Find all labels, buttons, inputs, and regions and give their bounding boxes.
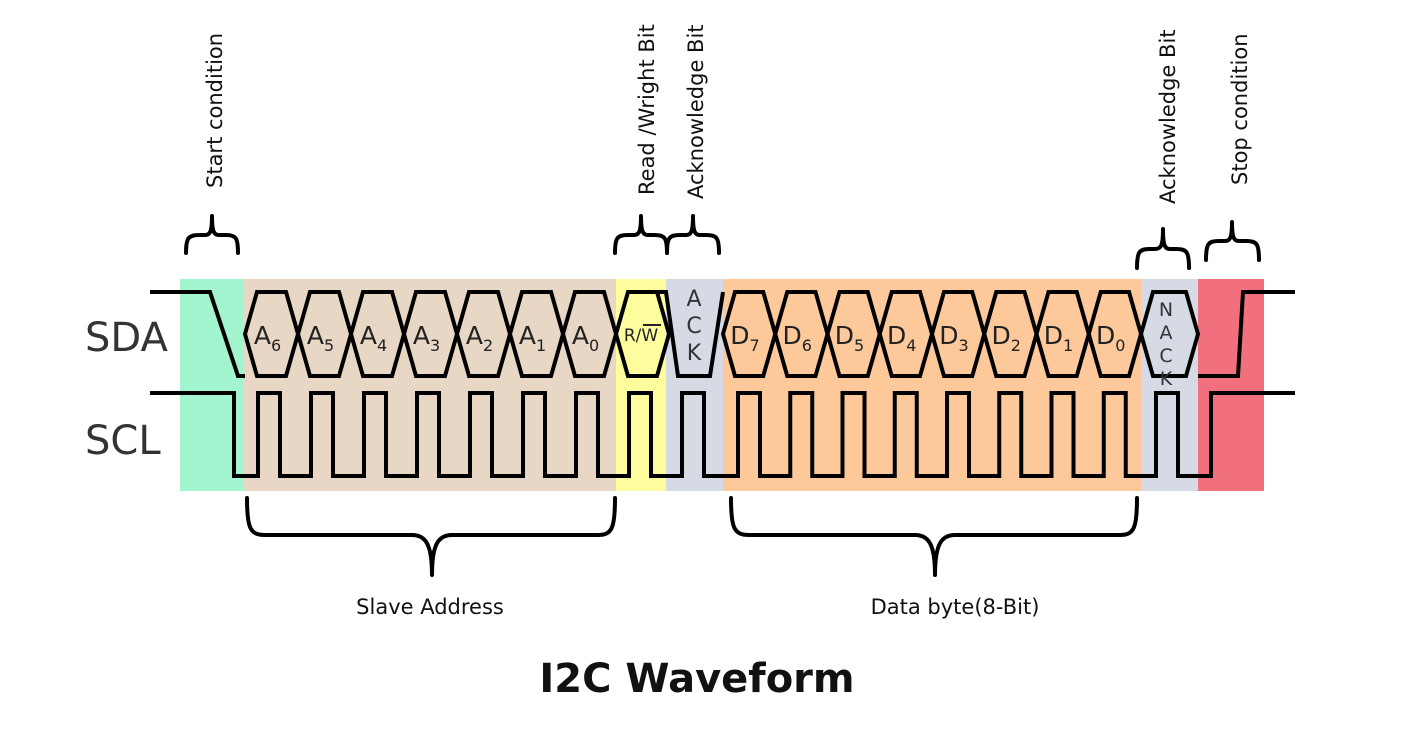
acknowledge-bit-region — [666, 279, 723, 491]
sda-bit-cells — [242, 290, 1201, 378]
rw-bit-label: R/W — [624, 326, 659, 346]
bit-label: D7 — [730, 321, 759, 355]
bit-label: D5 — [835, 321, 864, 355]
slave-address-label: Slave Address — [356, 595, 504, 619]
stop-condition-annotation: Stop condition — [1228, 33, 1252, 185]
nack-letter: K — [1160, 368, 1173, 390]
nack-letter: N — [1159, 299, 1173, 321]
data-byte-brace — [729, 496, 1139, 577]
data-byte-label: Data byte(8-Bit) — [871, 595, 1040, 619]
stop-condition-region — [1198, 279, 1264, 491]
ack-letter: A — [686, 287, 701, 312]
bit-label: A4 — [360, 321, 387, 355]
bit-label: A6 — [254, 321, 281, 355]
start-condition-annotation: Start condition — [203, 33, 227, 188]
scl-label: SCL — [85, 418, 161, 464]
read-write-annotation: Read /Wright Bit — [635, 24, 659, 195]
stop-brace — [1204, 220, 1261, 262]
bit-label: D2 — [992, 321, 1021, 355]
acknowledge-annotation-2: Acknowledge Bit — [1156, 29, 1180, 204]
bit-label: D0 — [1096, 321, 1125, 355]
diagram-title: I2C Waveform — [539, 656, 854, 702]
bit-label: D6 — [783, 321, 812, 355]
ack2-brace — [1135, 227, 1191, 270]
ack-letter: C — [686, 314, 701, 339]
ack-letter: K — [687, 341, 702, 366]
bit-label: A2 — [466, 321, 493, 355]
ack-bit-labels: ACK — [686, 287, 701, 366]
data-byte-region — [723, 279, 1141, 491]
bit-label: A1 — [519, 321, 546, 355]
sda-waveform — [150, 290, 1295, 378]
rw-brace — [613, 214, 669, 255]
bit-label: A3 — [413, 321, 440, 355]
data-bit-labels: D7 D6 D5 D4 D3 D2 D1 D0 — [730, 321, 1125, 355]
start-brace — [184, 214, 240, 255]
address-bit-labels: A6 A5 A4 A3 A2 A1 A0 — [254, 321, 599, 355]
slave-address-region — [243, 279, 616, 491]
sda-bit-cell — [1086, 290, 1144, 378]
sda-bit-cell — [613, 290, 672, 378]
bit-label: A5 — [307, 321, 334, 355]
sda-label: SDA — [85, 315, 168, 361]
nack-letter: A — [1160, 322, 1173, 344]
slave-address-brace — [245, 496, 617, 577]
bit-label: D1 — [1044, 321, 1073, 355]
nack-letter: C — [1159, 345, 1172, 367]
nack-bit-region — [1141, 279, 1198, 491]
bit-label: A0 — [572, 321, 599, 355]
bit-label: D3 — [939, 321, 968, 355]
ack-brace — [665, 214, 721, 255]
sda-nack-cell — [1138, 290, 1201, 378]
read-write-bit-region — [616, 279, 666, 491]
scl-waveform — [150, 391, 1295, 478]
acknowledge-annotation: Acknowledge Bit — [684, 24, 708, 199]
bit-label: D4 — [887, 321, 916, 355]
